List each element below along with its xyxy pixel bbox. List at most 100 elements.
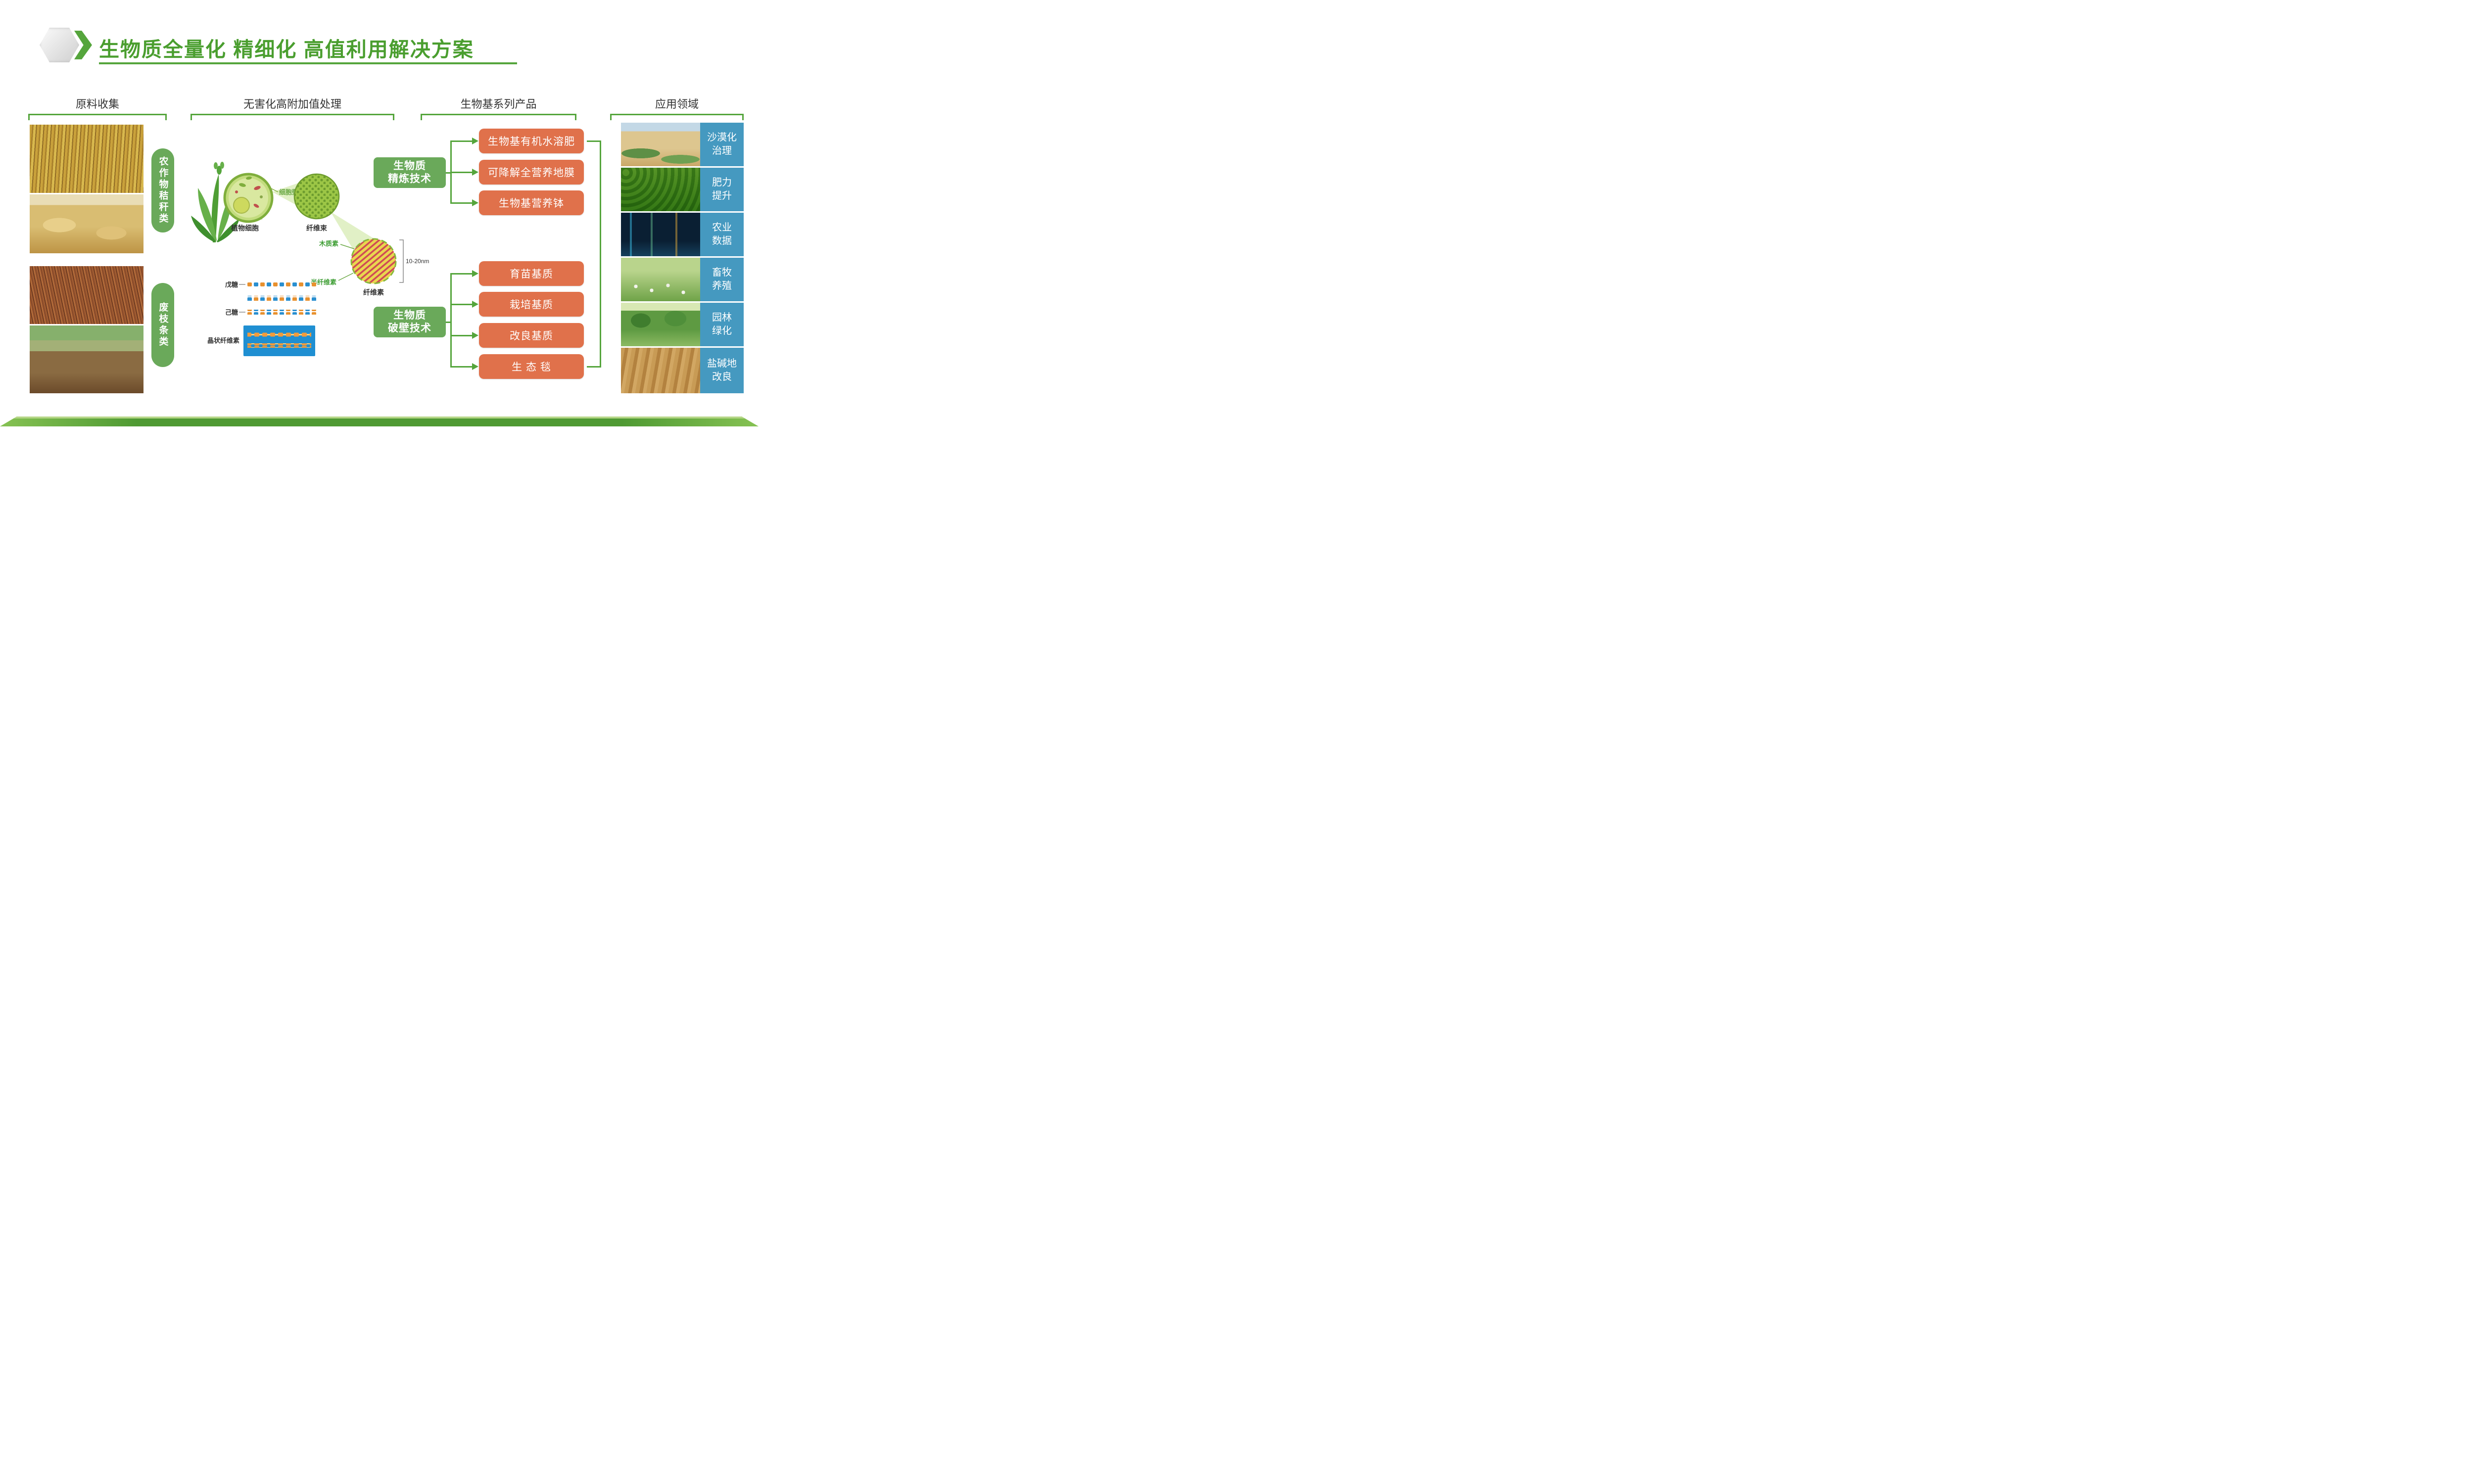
photo-desertification bbox=[621, 123, 700, 166]
section-header-products: 生物基系列产品 bbox=[460, 98, 537, 110]
tech-label-wall-breaking: 生物质 破壁技术 bbox=[374, 307, 446, 337]
tech-label-line: 破壁技术 bbox=[388, 323, 431, 334]
photo-agri-data bbox=[621, 213, 700, 256]
application-label-line: 畜牧 bbox=[712, 267, 732, 278]
application-row-livestock: 畜牧 养殖 bbox=[621, 258, 744, 301]
category-label-text: 农作物秸秆类 bbox=[157, 156, 168, 225]
lignin-label: 木质素 bbox=[319, 240, 338, 247]
tech-label-line: 精炼技术 bbox=[388, 173, 431, 185]
connector-line bbox=[446, 321, 451, 323]
tech-label-refining: 生物质 精炼技术 bbox=[374, 157, 446, 188]
hemicellulose-label: 半纤维素 bbox=[311, 278, 336, 286]
product-button-eco-blanket: 生 态 毯 bbox=[479, 354, 584, 379]
photo-straw-bales bbox=[30, 194, 143, 253]
pentose-label: 戊糖 bbox=[225, 281, 238, 288]
arrow-right-icon bbox=[472, 270, 478, 277]
page-title: 生物质全量化 精细化 高值利用解决方案 bbox=[99, 38, 474, 61]
crystalline-cellulose-label: 晶状纤维素 bbox=[207, 337, 239, 344]
photo-waste-branches bbox=[30, 266, 143, 324]
tech-label-line: 生物质 bbox=[393, 160, 426, 172]
application-row-saline-soil: 盐碱地 改良 bbox=[621, 348, 744, 393]
bracket-applications bbox=[610, 114, 744, 121]
scale-bracket bbox=[399, 239, 404, 283]
application-row-landscaping: 园林 绿化 bbox=[621, 303, 744, 346]
section-header-collection: 原料收集 bbox=[75, 98, 119, 110]
cell-wall-label: 细胞壁 bbox=[279, 188, 298, 196]
application-label-line: 农业 bbox=[712, 222, 732, 233]
beam-fiber-to-cellulose bbox=[331, 212, 380, 256]
application-label-line: 园林 bbox=[712, 312, 732, 323]
application-label-line: 数据 bbox=[712, 235, 732, 246]
connector-line bbox=[450, 273, 472, 275]
application-label-line: 沙漠化 bbox=[707, 132, 737, 143]
scale-label: 10-20nm bbox=[406, 258, 429, 265]
bracket-processing bbox=[190, 114, 394, 121]
connector-line bbox=[450, 202, 472, 204]
product-button-degradable-mulch-film: 可降解全营养地膜 bbox=[479, 160, 584, 185]
arrow-right-icon bbox=[472, 138, 478, 144]
application-label: 畜牧 养殖 bbox=[700, 258, 744, 301]
application-row-agri-data: 农业 数据 bbox=[621, 213, 744, 256]
bracket-collection bbox=[28, 114, 167, 121]
sugar-chain-diagram bbox=[239, 282, 318, 315]
category-label-crop-straw: 农作物秸秆类 bbox=[151, 148, 174, 232]
beam-plant-to-cell bbox=[232, 178, 262, 220]
category-label-waste-branches: 废枝条类 bbox=[151, 283, 174, 367]
hexose-label: 己糖 bbox=[225, 309, 238, 316]
fiber-bundle-label: 纤维束 bbox=[306, 224, 328, 232]
plant-cell-label: 植物细胞 bbox=[231, 224, 259, 232]
photo-landscaping bbox=[621, 303, 700, 346]
product-button-nutrition-pot: 生物基营养钵 bbox=[479, 190, 584, 215]
product-button-seedling-substrate: 育苗基质 bbox=[479, 261, 584, 286]
connector-line bbox=[450, 140, 472, 142]
photo-pruned-vines bbox=[30, 325, 143, 393]
application-row-fertility: 肥力 提升 bbox=[621, 168, 744, 211]
application-label: 盐碱地 改良 bbox=[700, 348, 744, 393]
beam-cell-to-fiber bbox=[272, 177, 316, 216]
connector-line bbox=[450, 171, 472, 173]
bottom-ribbon bbox=[0, 417, 759, 426]
application-label: 肥力 提升 bbox=[700, 168, 744, 211]
ribbon-front-layer bbox=[0, 418, 759, 426]
hexagon-icon bbox=[40, 28, 79, 62]
title-underline bbox=[99, 62, 517, 64]
application-label: 沙漠化 治理 bbox=[700, 123, 744, 166]
arrow-right-icon bbox=[472, 301, 478, 308]
connector-line bbox=[450, 334, 472, 336]
connector-line bbox=[450, 303, 472, 305]
application-label: 园林 绿化 bbox=[700, 303, 744, 346]
arrow-right-icon bbox=[472, 169, 478, 176]
connector-line bbox=[450, 366, 472, 368]
application-label: 农业 数据 bbox=[700, 213, 744, 256]
arrow-right-icon bbox=[472, 332, 478, 339]
section-header-processing: 无害化高附加值处理 bbox=[243, 98, 341, 110]
photo-fertility bbox=[621, 168, 700, 211]
connector-line bbox=[450, 273, 452, 367]
category-label-text: 废枝条类 bbox=[157, 302, 168, 348]
application-label-line: 绿化 bbox=[712, 325, 732, 336]
cellulose-circle bbox=[350, 238, 397, 284]
slide: 生物质全量化 精细化 高值利用解决方案 原料收集 无害化高附加值处理 生物基系列… bbox=[0, 0, 759, 426]
connector-line bbox=[600, 140, 601, 368]
product-button-cultivation-substrate: 栽培基质 bbox=[479, 292, 584, 317]
section-header-applications: 应用领域 bbox=[655, 98, 699, 110]
photo-saline-soil bbox=[621, 348, 700, 393]
fiber-bundle-circle bbox=[293, 173, 340, 220]
photo-corn-straw bbox=[30, 125, 143, 193]
arrow-right-icon bbox=[472, 199, 478, 206]
application-label-line: 肥力 bbox=[712, 177, 732, 188]
cellulose-label: 纤维素 bbox=[363, 288, 384, 296]
plant-illustration bbox=[191, 162, 239, 242]
tech-label-line: 生物质 bbox=[393, 309, 426, 321]
application-row-desertification: 沙漠化 治理 bbox=[621, 123, 744, 166]
application-label-line: 治理 bbox=[712, 145, 732, 156]
arrow-right-icon bbox=[472, 363, 478, 370]
application-label-line: 盐碱地 bbox=[707, 358, 737, 369]
photo-livestock bbox=[621, 258, 700, 301]
product-button-improved-substrate: 改良基质 bbox=[479, 323, 584, 348]
connector-line bbox=[587, 366, 600, 368]
connector-line bbox=[446, 172, 451, 174]
application-label-line: 养殖 bbox=[712, 280, 732, 291]
application-label-line: 改良 bbox=[712, 371, 732, 382]
crystalline-cellulose-diagram bbox=[243, 325, 315, 356]
